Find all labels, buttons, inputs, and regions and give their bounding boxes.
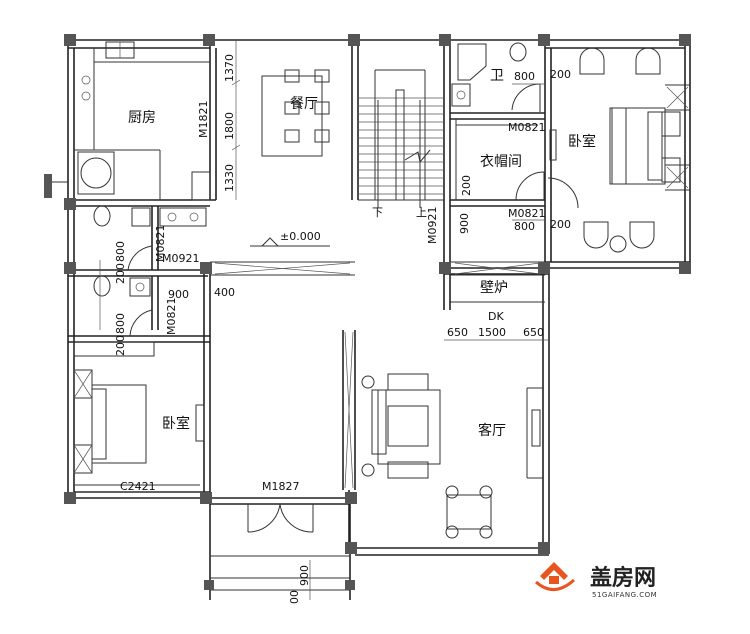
dim-900-wc: 900 [168, 288, 189, 301]
logo-text-en: 51GAIFANG.COM [592, 591, 657, 599]
door-code-m0821-d: M0821 [165, 298, 178, 336]
room-label-closet: 衣帽间 [480, 154, 522, 170]
dim-200-top: 200 [550, 68, 571, 81]
room-label-dining: 餐厅 [290, 96, 318, 112]
door-code-m0821-a: M0821 [508, 121, 546, 134]
dim-800-mid: 800 [514, 220, 535, 233]
door-code-m0821-c: M0821 [154, 225, 167, 263]
bedroom-right-furniture [547, 47, 681, 253]
outer-walls [67, 39, 691, 600]
kitchen-counter [74, 41, 211, 201]
dim-800-wc1: 800 [114, 241, 127, 262]
dim-200-closet: 200 [460, 175, 473, 196]
door-code-m1827: M1827 [262, 480, 300, 493]
room-label-bathroom: 卫 [490, 68, 504, 84]
dimension-lines [99, 40, 549, 600]
staircase [358, 69, 444, 208]
dim-1330: 1330 [223, 164, 236, 192]
dim-800-wc2: 800 [114, 313, 127, 334]
stair-down-label: 下 [372, 206, 383, 219]
wc-left-fixtures [93, 205, 207, 337]
door-code-m1821: M1821 [197, 101, 210, 139]
side-step [44, 174, 68, 198]
room-label-bedroom-right: 卧室 [568, 133, 596, 150]
dim-900-stair: 900 [458, 213, 471, 234]
stair-up-label: 上 [416, 206, 427, 219]
closet-fixtures [455, 119, 557, 201]
living-room-furniture [361, 373, 541, 539]
elevation-label: ±0.000 [280, 230, 321, 243]
room-label-living: 客厅 [478, 422, 506, 439]
dim-800-top: 800 [514, 70, 535, 83]
dim-200-wc1: 200 [114, 263, 127, 284]
dim-200-wc2: 200 [114, 335, 127, 356]
site-logo: 盖房网 51GAIFANG.COM [535, 562, 657, 599]
dim-1800: 1800 [223, 112, 236, 140]
structural-columns [64, 34, 691, 590]
dining-table [261, 69, 330, 157]
dk-label: DK [488, 310, 504, 323]
dim-1500: 1500 [478, 326, 506, 339]
logo-house-body [549, 576, 559, 584]
dim-400: 400 [214, 286, 235, 299]
dim-900-bottom: 900 [298, 565, 311, 586]
elevation-symbol [250, 237, 330, 247]
entrance-doors [210, 503, 350, 557]
room-label-fireplace: 壁炉 [480, 280, 508, 296]
dim-00-bottom: 00 [288, 590, 301, 604]
interior-walls [68, 40, 690, 548]
dim-650-a: 650 [447, 326, 468, 339]
door-code-m0921-a: M0921 [426, 207, 439, 245]
dim-650-b: 650 [523, 326, 544, 339]
room-label-bedroom-left: 卧室 [162, 415, 190, 432]
door-code-m0921-b: M0921 [162, 252, 200, 265]
window-code-c2421: C2421 [120, 480, 156, 493]
dim-1370: 1370 [223, 54, 236, 82]
dim-200-mid: 200 [550, 218, 571, 231]
logo-house-icon [540, 562, 568, 580]
door-code-m0821-b: M0821 [508, 207, 546, 220]
logo-text-cn: 盖房网 [590, 565, 656, 591]
bedroom-left-furniture [73, 341, 205, 493]
room-label-kitchen: 厨房 [128, 110, 156, 126]
